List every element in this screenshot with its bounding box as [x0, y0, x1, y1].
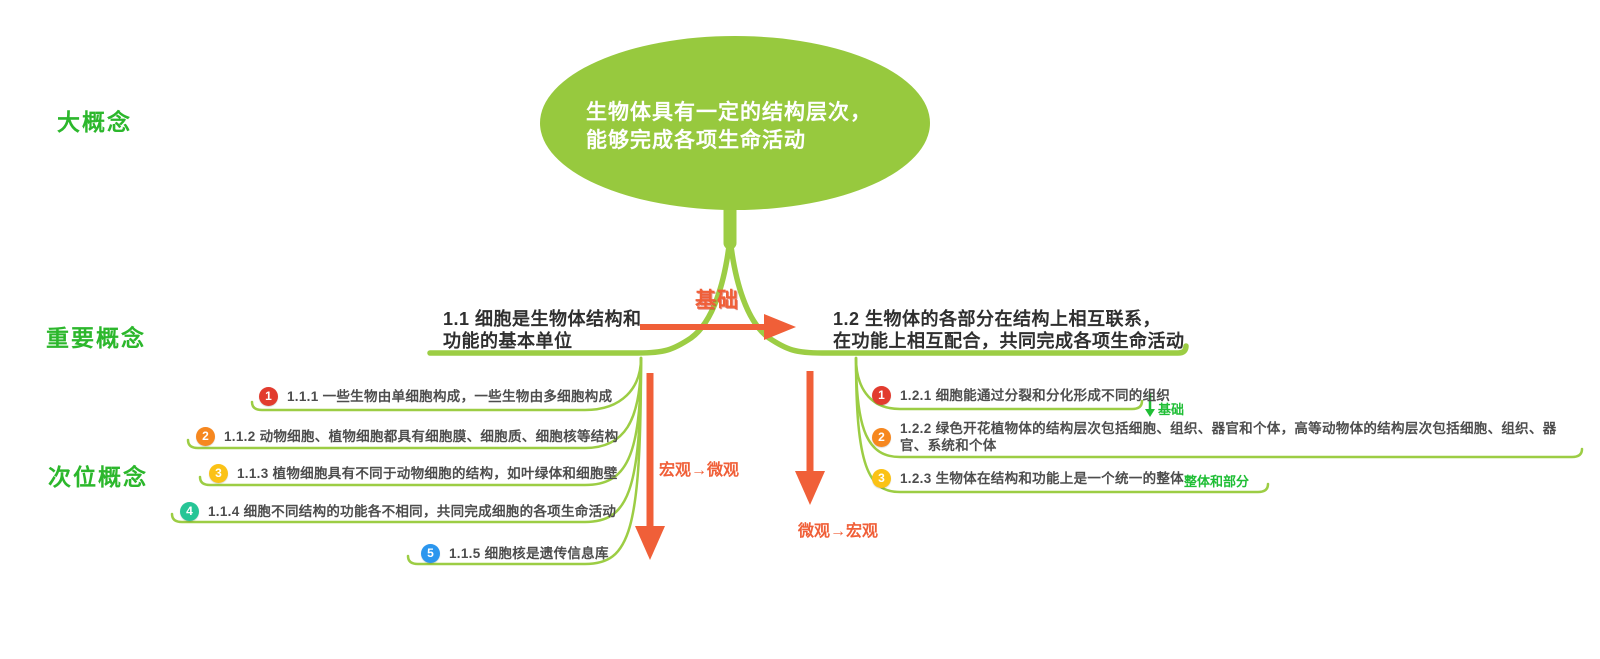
annotation-base: 基础: [1158, 402, 1185, 417]
branch-1-2-title: 1.2 生物体的各部分在结构上相互联系， 在功能上相互配合，共同完成各项生命活动: [833, 308, 1185, 352]
green-down-arrowhead-icon: [1145, 409, 1155, 417]
item-1-1-4: 4 1.1.4 细胞不同结构的功能各不相同，共同完成细胞的各项生命活动: [180, 502, 616, 521]
root-node-line1: 生物体具有一定的结构层次，: [586, 101, 872, 124]
branch-1-1-title: 1.1 细胞是生物体结构和 功能的基本单位: [443, 308, 642, 352]
item-1-1-4-text: 1.1.4 细胞不同结构的功能各不相同，共同完成细胞的各项生命活动: [208, 504, 617, 519]
item-1-1-1-text: 1.1.1 一些生物由单细胞构成，一些生物由多细胞构成: [287, 389, 613, 404]
item-1-1-2-connector: [186, 356, 643, 450]
branch-1-1-title-line2: 功能的基本单位: [443, 331, 573, 351]
root-node-line2: 能够完成各项生命活动: [586, 129, 806, 152]
annotation-whole-and-part: 整体和部分: [1184, 474, 1250, 489]
base-arrowhead-icon: [764, 314, 796, 340]
item-1-2-2-badge: 2: [872, 427, 891, 447]
level-label-important-concept: 重要概念: [46, 325, 146, 351]
item-1-2-3-text: 1.2.3 生物体在结构和功能上是一个统一的整体: [900, 471, 1184, 486]
level-label-big-concept: 大概念: [57, 109, 132, 135]
root-node-text: 生物体具有一定的结构层次， 能够完成各项生命活动: [586, 99, 872, 155]
item-1-1-1-connector: [250, 356, 643, 412]
item-1-2-1-connector: [854, 356, 1144, 411]
edge-label-macro-to-micro: 宏观→微观: [659, 462, 740, 479]
item-1-2-1-badge: 1: [872, 386, 891, 405]
item-1-2-3-badge: 3: [872, 469, 891, 488]
item-1-1-5-badge: 5: [421, 544, 440, 563]
item-1-1-2-badge: 2: [196, 427, 215, 446]
macro-to-micro-arrowhead-icon: [635, 526, 665, 560]
item-1-1-5: 5 1.1.5 细胞核是遗传信息库: [421, 544, 609, 563]
root-node-ellipse: [540, 36, 930, 210]
item-1-2-2: 2 1.2.2 绿色开花植物体的结构层次包括细胞、组织、器官和个体，高等动物体的…: [872, 420, 1582, 454]
item-1-2-2-connector: [854, 356, 1584, 459]
item-1-1-2: 2 1.1.2 动物细胞、植物细胞都具有细胞膜、细胞质、细胞核等结构: [196, 427, 618, 446]
item-1-1-4-connector: [170, 356, 643, 524]
item-1-2-1-text: 1.2.1 细胞能通过分裂和分化形成不同的组织: [900, 388, 1171, 403]
edge-label-micro-to-macro: 微观→宏观: [798, 523, 879, 540]
branch-1-1-title-line1: 1.1 细胞是生物体结构和: [443, 309, 642, 329]
item-1-2-3-connector: [854, 356, 1270, 494]
item-1-2-1: 1 1.2.1 细胞能通过分裂和分化形成不同的组织: [872, 386, 1170, 405]
item-1-1-1-badge: 1: [259, 387, 278, 406]
item-1-1-2-text: 1.1.2 动物细胞、植物细胞都具有细胞膜、细胞质、细胞核等结构: [224, 429, 619, 444]
branch-1-2-connector: [727, 235, 1189, 356]
item-1-1-5-text: 1.1.5 细胞核是遗传信息库: [449, 546, 609, 561]
item-1-1-1: 1 1.1.1 一些生物由单细胞构成，一些生物由多细胞构成: [259, 387, 612, 406]
branch-1-2-title-line2: 在功能上相互配合，共同完成各项生命活动: [833, 331, 1185, 351]
item-1-1-4-badge: 4: [180, 502, 199, 521]
item-1-1-3-connector: [198, 356, 643, 487]
item-1-1-3-text: 1.1.3 植物细胞具有不同于动物细胞的结构，如叶绿体和细胞壁: [237, 466, 618, 481]
item-1-2-2-text: 1.2.2 绿色开花植物体的结构层次包括细胞、组织、器官和个体，高等动物体的结构…: [900, 421, 1557, 453]
micro-to-macro-arrowhead-icon: [795, 471, 825, 505]
item-1-1-3-badge: 3: [209, 464, 228, 483]
item-1-2-3: 3 1.2.3 生物体在结构和功能上是一个统一的整体: [872, 469, 1184, 488]
item-1-1-3: 3 1.1.3 植物细胞具有不同于动物细胞的结构，如叶绿体和细胞壁: [209, 464, 618, 483]
item-1-1-5-connector: [406, 356, 643, 566]
branch-1-2-title-line1: 1.2 生物体的各部分在结构上相互联系，: [833, 309, 1162, 329]
edge-label-base: 基础: [695, 289, 739, 312]
branch-1-1-connector: [427, 235, 733, 356]
level-label-secondary-concept: 次位概念: [48, 464, 148, 490]
